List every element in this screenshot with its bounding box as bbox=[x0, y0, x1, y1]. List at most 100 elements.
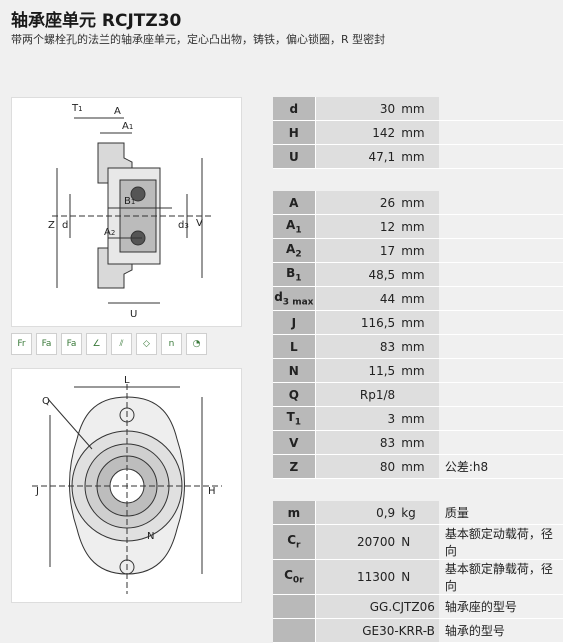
label-a2: A2 bbox=[104, 227, 115, 238]
page-title: 轴承座单元 RCJTZ30 bbox=[11, 11, 182, 31]
spec-value: 116,5 bbox=[315, 310, 400, 335]
spec-unit: mm bbox=[399, 191, 439, 215]
spec-value: 30 bbox=[315, 97, 400, 121]
spec-value: 47,1 bbox=[315, 144, 400, 169]
label-z: Z bbox=[48, 220, 55, 231]
spec-value: 20700 bbox=[315, 524, 400, 560]
tilt-icon: ⫽ bbox=[111, 333, 132, 355]
label-a: A bbox=[114, 106, 121, 117]
spec-note bbox=[438, 120, 563, 145]
spec-unit bbox=[399, 382, 439, 407]
spec-symbol: A1 bbox=[273, 214, 316, 239]
angle-icon: ∠ bbox=[86, 333, 107, 355]
spec-value: 44 bbox=[315, 286, 400, 311]
label-l: L bbox=[124, 375, 130, 386]
spec-symbol: m bbox=[273, 501, 316, 525]
spec-symbol: B1 bbox=[273, 262, 316, 287]
spec-symbol: T1 bbox=[273, 406, 316, 431]
spec-value: 11,5 bbox=[315, 358, 400, 383]
spec-note: 质量 bbox=[438, 501, 563, 525]
spec-symbol: V bbox=[273, 430, 316, 455]
lubrication-icon: ◔ bbox=[186, 333, 207, 355]
page-subtitle: 带两个螺栓孔的法兰的轴承座单元，定心凸出物，铸铁，偏心锁圈，R 型密封 bbox=[11, 33, 386, 46]
spec-value: 3 bbox=[315, 406, 400, 431]
spec-note: 公差:h8 bbox=[438, 454, 563, 479]
label-v: V bbox=[196, 218, 203, 229]
spec-note bbox=[438, 97, 563, 121]
label-a1: A1 bbox=[122, 121, 133, 132]
spec-symbol: Cr bbox=[273, 524, 316, 560]
speed-icon: n bbox=[161, 333, 182, 355]
spec-note bbox=[438, 214, 563, 239]
spec-unit: mm bbox=[399, 334, 439, 359]
spec-symbol: J bbox=[273, 310, 316, 335]
spec-unit: mm bbox=[399, 262, 439, 287]
spec-note bbox=[438, 238, 563, 263]
axial-load-left-icon: Fa bbox=[36, 333, 57, 355]
spec-unit: mm bbox=[399, 286, 439, 311]
spec-value: 12 bbox=[315, 214, 400, 239]
spec-unit: mm bbox=[399, 454, 439, 479]
spec-value: 83 bbox=[315, 430, 400, 455]
misalignment-icon: ◇ bbox=[136, 333, 157, 355]
radial-load-icon: Fr bbox=[11, 333, 32, 355]
spec-unit: N bbox=[399, 524, 439, 560]
spec-unit: mm bbox=[399, 310, 439, 335]
spec-value: 17 bbox=[315, 238, 400, 263]
spec-symbol bbox=[273, 594, 316, 619]
spec-value: 142 bbox=[315, 120, 400, 145]
spec-symbol bbox=[273, 618, 316, 643]
label-b1: B1 bbox=[124, 196, 135, 207]
label-q: Q bbox=[42, 396, 50, 407]
spec-symbol: A2 bbox=[273, 238, 316, 263]
spec-symbol: Z bbox=[273, 454, 316, 479]
spec-note bbox=[438, 286, 563, 311]
spec-note bbox=[438, 191, 563, 215]
section-drawing: T1 A A1 Z d B1 A2 d3 V U bbox=[11, 97, 242, 327]
spec-value: 0,9 bbox=[315, 501, 400, 525]
label-n: N bbox=[147, 531, 154, 542]
spec-symbol: N bbox=[273, 358, 316, 383]
spec-unit: mm bbox=[399, 97, 439, 121]
spec-note bbox=[438, 382, 563, 407]
spec-note bbox=[438, 262, 563, 287]
spec-note: 基本额定动载荷，径向 bbox=[438, 524, 563, 560]
spec-symbol: U bbox=[273, 144, 316, 169]
spec-symbol: H bbox=[273, 120, 316, 145]
spec-symbol: d bbox=[273, 97, 316, 121]
spec-unit: mm bbox=[399, 214, 439, 239]
spec-symbol: C0r bbox=[273, 559, 316, 595]
spec-unit: mm bbox=[399, 430, 439, 455]
label-h: H bbox=[208, 486, 216, 497]
spec-value: 83 bbox=[315, 334, 400, 359]
spec-value: 11300 bbox=[315, 559, 400, 595]
label-d: d bbox=[62, 220, 68, 231]
spec-note bbox=[438, 310, 563, 335]
front-drawing: L Q J N H bbox=[11, 368, 242, 603]
property-symbols: Fr Fa Fa ∠ ⫽ ◇ n ◔ bbox=[11, 332, 240, 356]
label-d3: d3 bbox=[178, 220, 189, 231]
spec-note: 基本额定静载荷，径向 bbox=[438, 559, 563, 595]
spec-note bbox=[438, 430, 563, 455]
spec-value: 26 bbox=[315, 191, 400, 215]
spec-unit: mm bbox=[399, 358, 439, 383]
spec-value: Rp1/8 bbox=[315, 382, 400, 407]
